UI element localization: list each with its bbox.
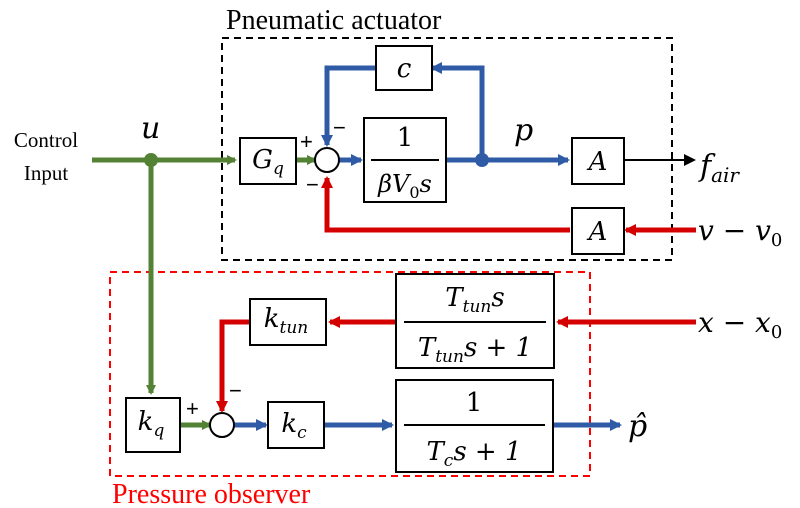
gq-block <box>239 137 297 185</box>
area-block-top-label: A <box>587 147 608 177</box>
gq-block-label: Gq <box>252 145 284 179</box>
p-signal-label: p <box>514 113 533 148</box>
observer-region <box>109 271 591 477</box>
kc-block <box>267 401 325 449</box>
integrator-numerator: 1 <box>397 123 414 153</box>
kc-block-label: kc <box>281 409 307 443</box>
sum1-plus-sign: + <box>300 129 313 154</box>
c-block <box>375 45 433 91</box>
c-block-label: c <box>397 54 412 84</box>
integrator-denominator: βV0s <box>377 170 432 202</box>
ktun-to-sum2-line <box>216 319 250 413</box>
kq-block <box>125 397 181 453</box>
pressure-feedback-line <box>430 62 485 160</box>
summing-junction-2 <box>209 412 235 438</box>
actuator-title: Pneumatic actuator <box>226 5 442 36</box>
kq-block-label: kq <box>138 407 165 441</box>
pressure-estimate-label: p̂ <box>628 409 647 444</box>
ktun-block <box>249 298 327 346</box>
area-block-top <box>571 137 625 185</box>
area-block-bottom <box>571 207 625 255</box>
lag-numerator: 1 <box>466 388 483 418</box>
lag-denominator: Tcs + 1 <box>426 437 521 471</box>
summing-junction-1 <box>314 147 340 173</box>
sum1-minus-bottom-sign: − <box>306 172 319 197</box>
sum2-plus-sign: + <box>186 396 199 421</box>
velocity-feedback-line <box>321 176 570 233</box>
sum2-minus-sign: − <box>229 378 242 403</box>
tun-filter-numerator: Ttuns <box>445 283 504 317</box>
sum1-minus-top-sign: − <box>333 115 346 140</box>
tun-filter-denominator: Ttuns + 1 <box>418 333 532 367</box>
control-input-label-line2: Input <box>24 161 68 185</box>
control-input-label-line1: Control <box>14 128 78 152</box>
position-input-label: x − x0 <box>698 306 782 343</box>
u-signal-label: u <box>141 111 160 146</box>
area-block-bottom-label: A <box>587 217 608 247</box>
force-output-label: fair <box>698 149 740 187</box>
observer-title: Pressure observer <box>112 479 311 508</box>
ktun-block-label: ktun <box>264 304 309 338</box>
c-feedback-line <box>321 65 376 147</box>
velocity-input-label: v − v0 <box>698 214 782 251</box>
